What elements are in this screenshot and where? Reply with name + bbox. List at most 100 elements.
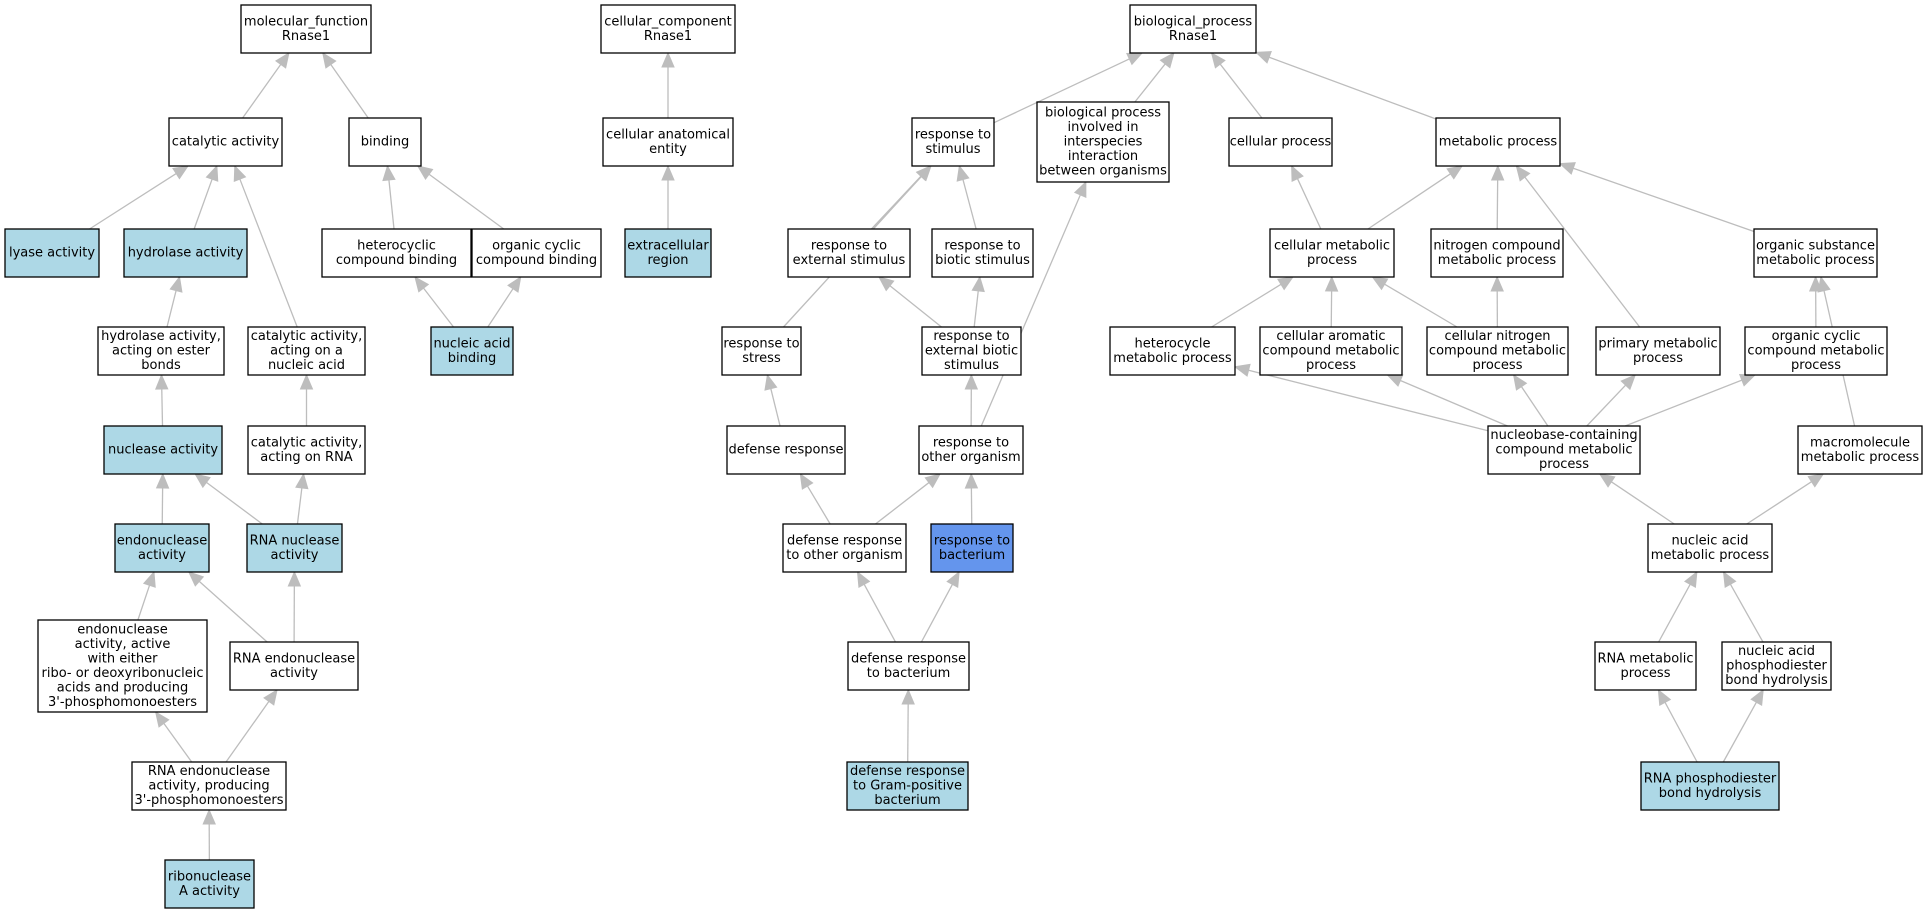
node-box[interactable] (1435, 117, 1561, 167)
node-box[interactable] (240, 4, 372, 54)
node-box[interactable] (1430, 228, 1564, 278)
node-box[interactable] (430, 326, 514, 376)
node-box[interactable] (1721, 641, 1832, 691)
node-lyase[interactable]: lyase activity (4, 228, 100, 278)
node-box[interactable] (930, 523, 1014, 573)
node-box[interactable] (600, 4, 736, 54)
node-box[interactable] (1426, 326, 1569, 376)
node-box[interactable] (1753, 228, 1878, 278)
node-box[interactable] (624, 228, 712, 278)
node-hydrolase[interactable]: hydrolase activity (123, 228, 248, 278)
node-box[interactable] (721, 326, 802, 376)
node-box[interactable] (782, 523, 907, 573)
node-box[interactable] (1129, 4, 1257, 54)
node-box[interactable] (247, 425, 366, 475)
node-box[interactable] (846, 761, 969, 811)
node-box[interactable] (246, 523, 343, 573)
node-box[interactable] (114, 523, 210, 573)
node-box[interactable] (123, 228, 248, 278)
node-box[interactable] (1259, 326, 1403, 376)
node-metab[interactable]: metabolic process (1435, 117, 1561, 167)
node-box[interactable] (931, 228, 1034, 278)
node-cellproc[interactable]: cellular process (1228, 117, 1333, 167)
node-box[interactable] (787, 228, 911, 278)
node-box[interactable] (847, 641, 970, 691)
node-box[interactable] (1269, 228, 1395, 278)
node-box[interactable] (918, 425, 1024, 475)
node-box[interactable] (471, 228, 602, 278)
node-box[interactable] (1487, 425, 1641, 475)
node-nuclease[interactable]: nuclease activity (103, 425, 223, 475)
node-box[interactable] (97, 326, 225, 376)
node-box[interactable] (247, 326, 366, 376)
node-defresp[interactable]: defense response (726, 425, 846, 475)
node-box[interactable] (1595, 326, 1721, 376)
node-box[interactable] (348, 117, 422, 167)
node-box[interactable] (726, 425, 846, 475)
node-box[interactable] (921, 326, 1022, 376)
node-box[interactable] (911, 117, 995, 167)
node-box[interactable] (164, 859, 255, 909)
node-box[interactable] (103, 425, 223, 475)
node-box[interactable] (602, 117, 734, 167)
node-box[interactable] (1109, 326, 1236, 376)
node-box[interactable] (229, 641, 359, 691)
node-box[interactable] (1797, 425, 1923, 475)
node-box[interactable] (1228, 117, 1333, 167)
node-box[interactable] (4, 228, 100, 278)
node-box[interactable] (1744, 326, 1888, 376)
node-binding[interactable]: binding (348, 117, 422, 167)
node-box[interactable] (37, 619, 208, 713)
node-box[interactable] (1640, 761, 1780, 811)
node-box[interactable] (1036, 101, 1170, 183)
node-box[interactable] (131, 761, 287, 811)
node-catrna[interactable]: catalytic activity,acting on RNA (247, 425, 366, 475)
node-box[interactable] (321, 228, 472, 278)
node-box[interactable] (1594, 641, 1697, 691)
node-box[interactable] (168, 117, 283, 167)
node-cat[interactable]: catalytic activity (168, 117, 283, 167)
node-box[interactable] (1647, 523, 1773, 573)
